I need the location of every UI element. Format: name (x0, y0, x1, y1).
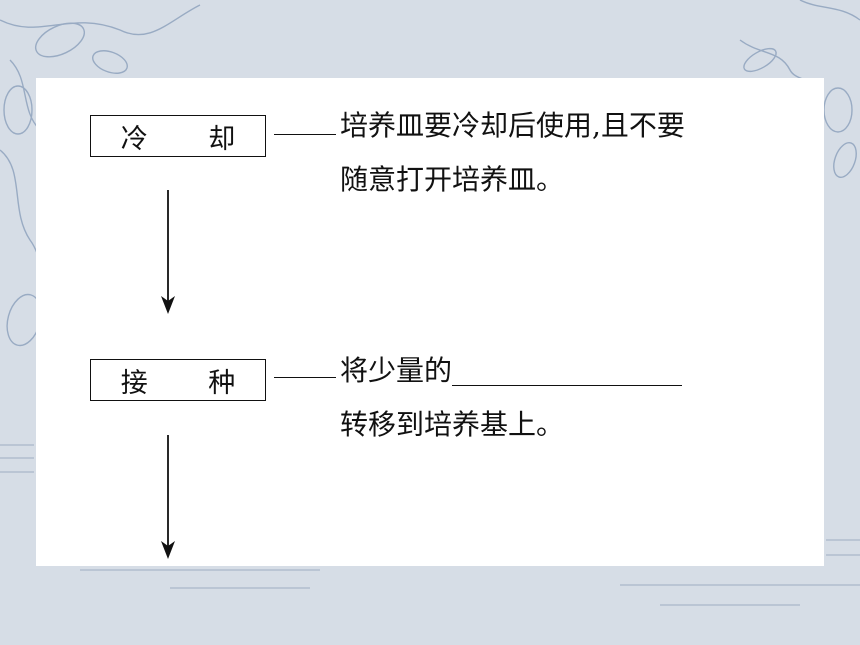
step-box-inoculation: 接 种 (90, 359, 266, 401)
step-label-inoculation: 接 种 (120, 367, 262, 399)
flow-arrow-1 (161, 190, 175, 314)
step-desc-cooling-line2: 随意打开培养皿。 (340, 163, 565, 196)
content-card: 冷 却 培养皿要冷却后使用,且不要 随意打开培养皿。 接 种 将少量的 转移到培… (36, 78, 824, 566)
step-desc-cooling-line1: 培养皿要冷却后使用,且不要 (340, 109, 685, 142)
connector-dash-cooling (274, 134, 336, 135)
step-box-cooling: 冷 却 (90, 115, 266, 157)
step-desc-inoculation-line2: 转移到培养基上。 (340, 408, 565, 441)
step-desc-cooling: 培养皿要冷却后使用,且不要 随意打开培养皿。 (340, 99, 685, 207)
flow-arrow-2 (161, 435, 175, 559)
step-desc-inoculation-line1: 将少量的 (340, 344, 683, 398)
connector-dash-inoculation (274, 377, 336, 378)
step-desc-inoculation: 将少量的 转移到培养基上。 (340, 344, 683, 452)
step-desc-inoculation-prefix: 将少量的 (340, 354, 453, 387)
step-label-cooling: 冷 却 (120, 123, 262, 155)
fill-in-blank[interactable] (452, 349, 683, 386)
